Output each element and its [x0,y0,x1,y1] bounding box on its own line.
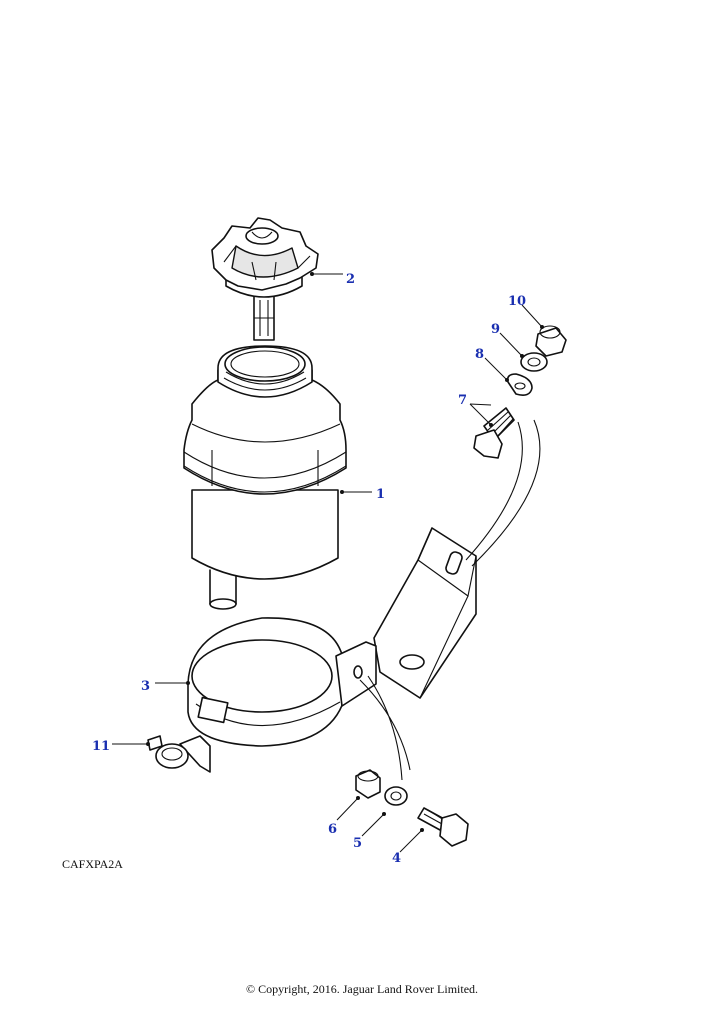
reservoir-cap [211,217,319,341]
leader-lines [112,272,544,853]
lower-fasteners [355,675,469,847]
callout-6: 6 [328,822,337,837]
mounting-bracket [187,527,477,747]
callout-8: 8 [475,347,484,362]
callout-labels: 1 2 3 4 5 6 7 8 9 10 11 [92,272,526,866]
callout-7: 7 [458,393,467,408]
callout-5: 5 [353,836,362,851]
callout-1: 1 [376,487,385,502]
copyright-notice: © Copyright, 2016. Jaguar Land Rover Lim… [245,982,479,996]
hose-clip [147,735,211,773]
callout-2: 2 [346,272,355,287]
callout-4: 4 [392,851,401,866]
upper-fasteners [465,325,567,567]
callout-9: 9 [491,322,500,337]
callout-10: 10 [508,294,526,309]
reservoir-body [183,345,347,610]
diagram-reference-code: CAFXPA2A [62,857,123,871]
callout-11: 11 [92,739,110,754]
callout-3: 3 [141,679,150,694]
